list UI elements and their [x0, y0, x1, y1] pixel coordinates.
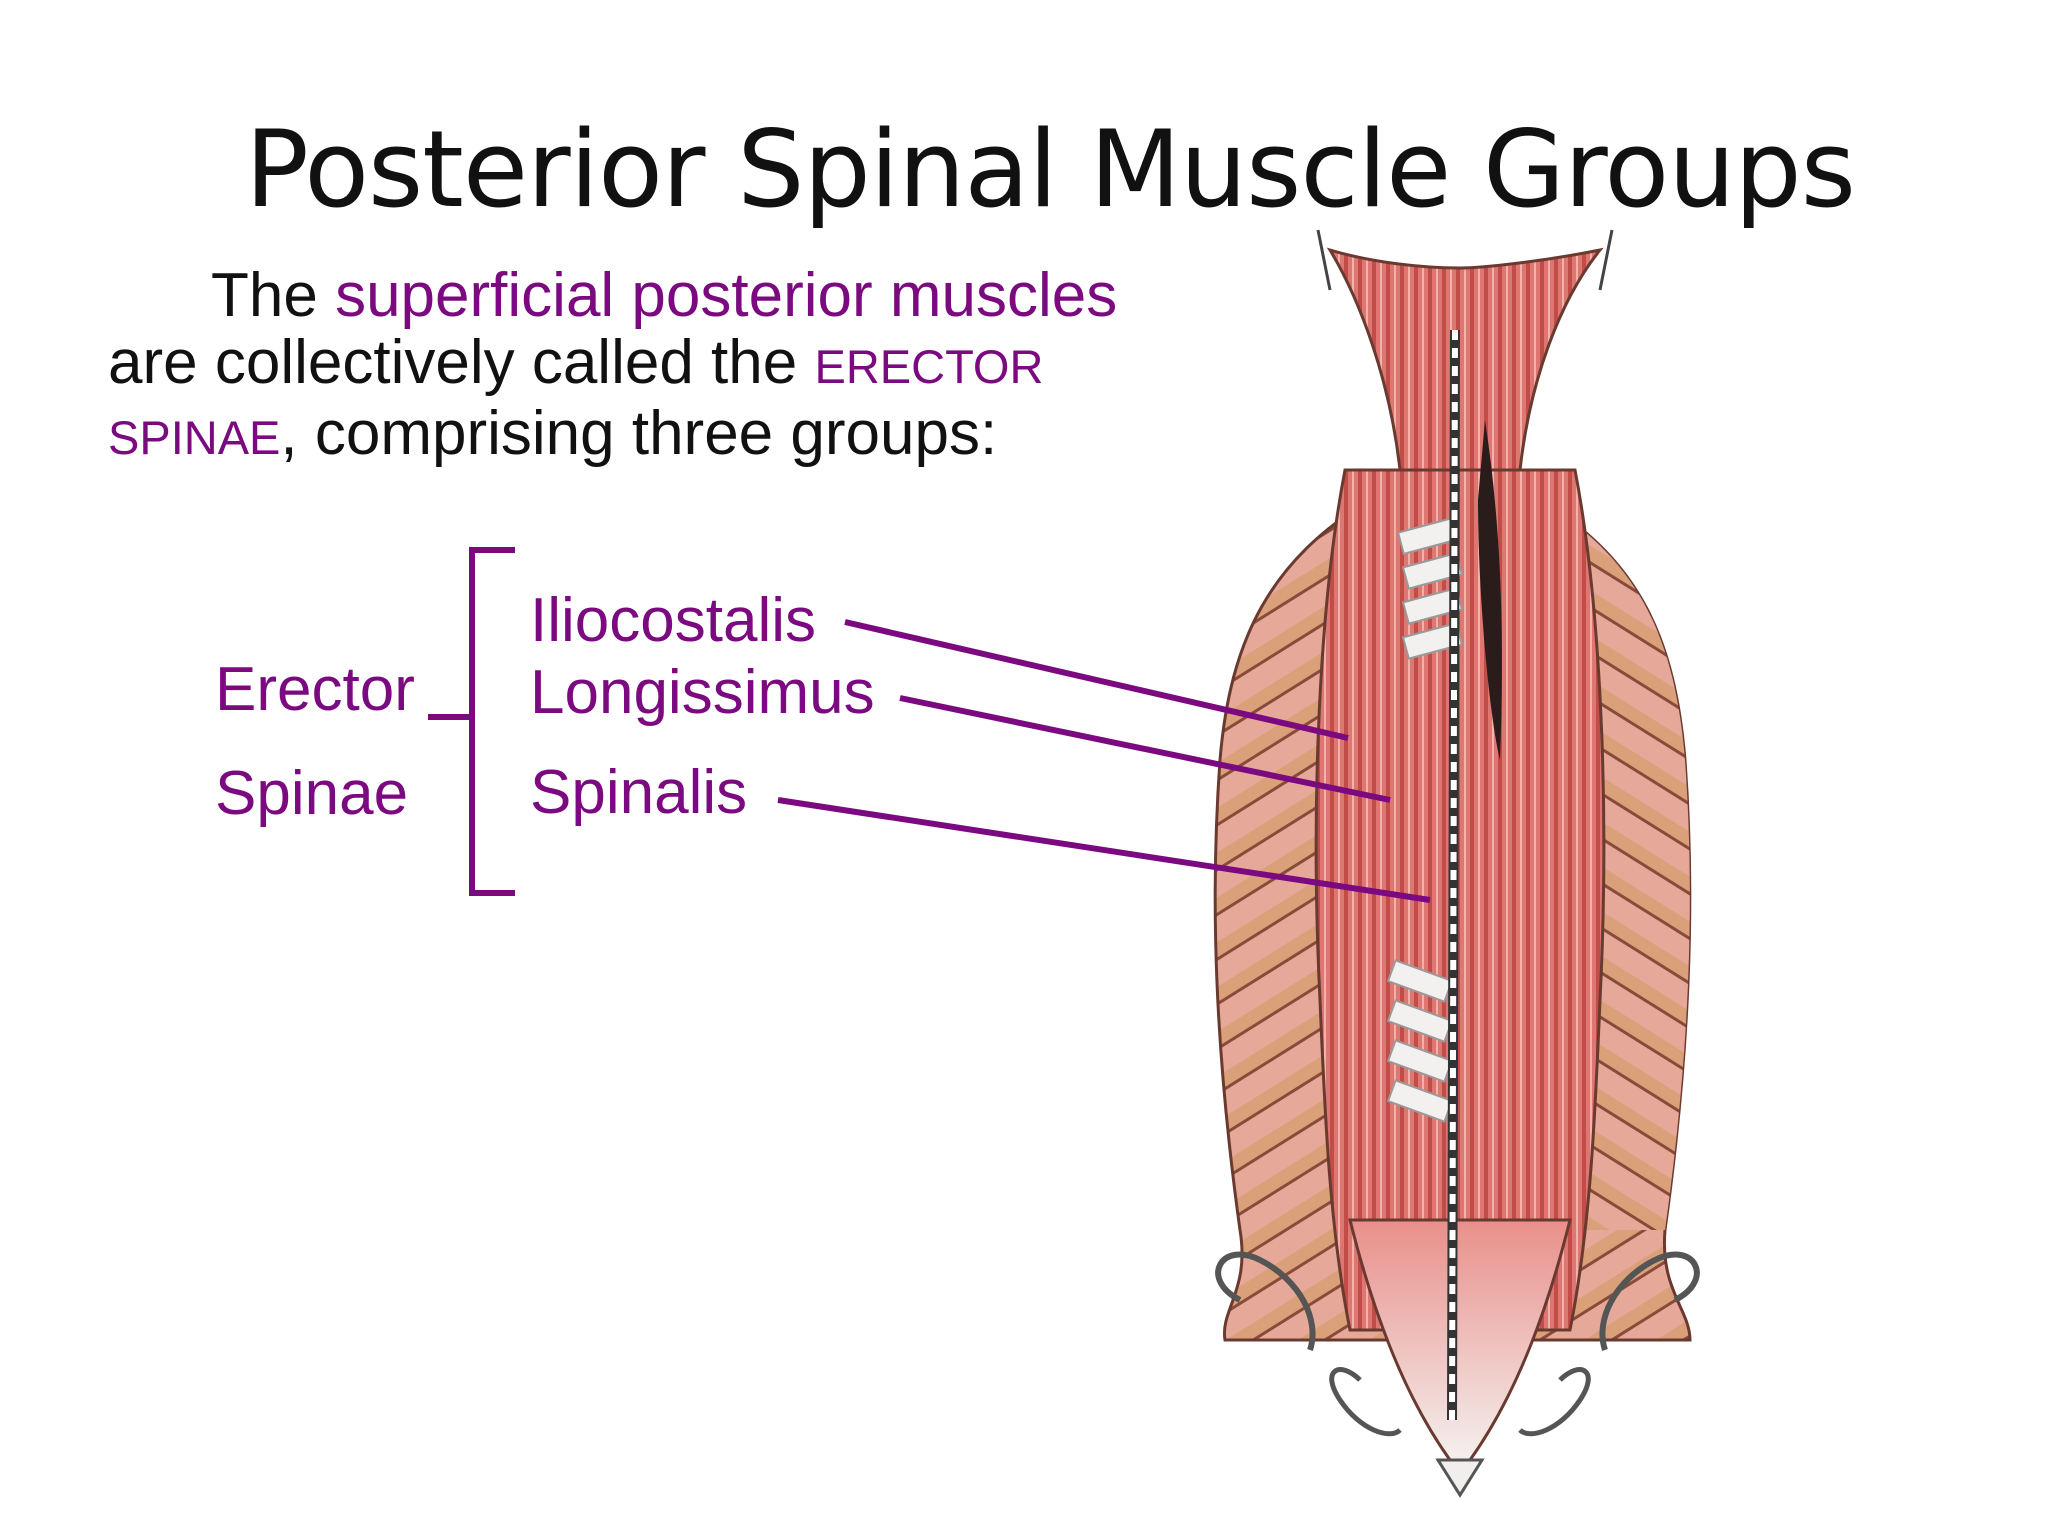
group-label-iliocostalis: Iliocostalis [530, 586, 816, 655]
slide-title: Posterior Spinal Muscle Groups [245, 108, 1856, 231]
group-label-spinalis: Spinalis [530, 758, 748, 827]
intro-highlight-erector-spinae: ERECTOR SPINAE [108, 340, 1044, 464]
leader-line-longissimus [899, 695, 1391, 803]
group-label-longissimus: Longissimus [530, 658, 875, 727]
erector-label-line1: Erector [215, 655, 415, 724]
intro-text-3: , comprising three groups: [280, 399, 998, 468]
erector-spinae-label: Erector Spinae [215, 638, 415, 846]
erector-label-line2: Spinae [215, 759, 409, 828]
intro-highlight-superficial: superficial posterior muscles [335, 261, 1118, 330]
intro-text-2: are collectively called the [108, 328, 798, 397]
leader-line-iliocostalis [844, 619, 1349, 741]
leader-line-spinalis [777, 797, 1431, 903]
intro-text-1: The [211, 261, 318, 330]
group-bracket [469, 547, 515, 896]
intro-paragraph: The superficial posterior muscles are co… [108, 262, 1188, 471]
